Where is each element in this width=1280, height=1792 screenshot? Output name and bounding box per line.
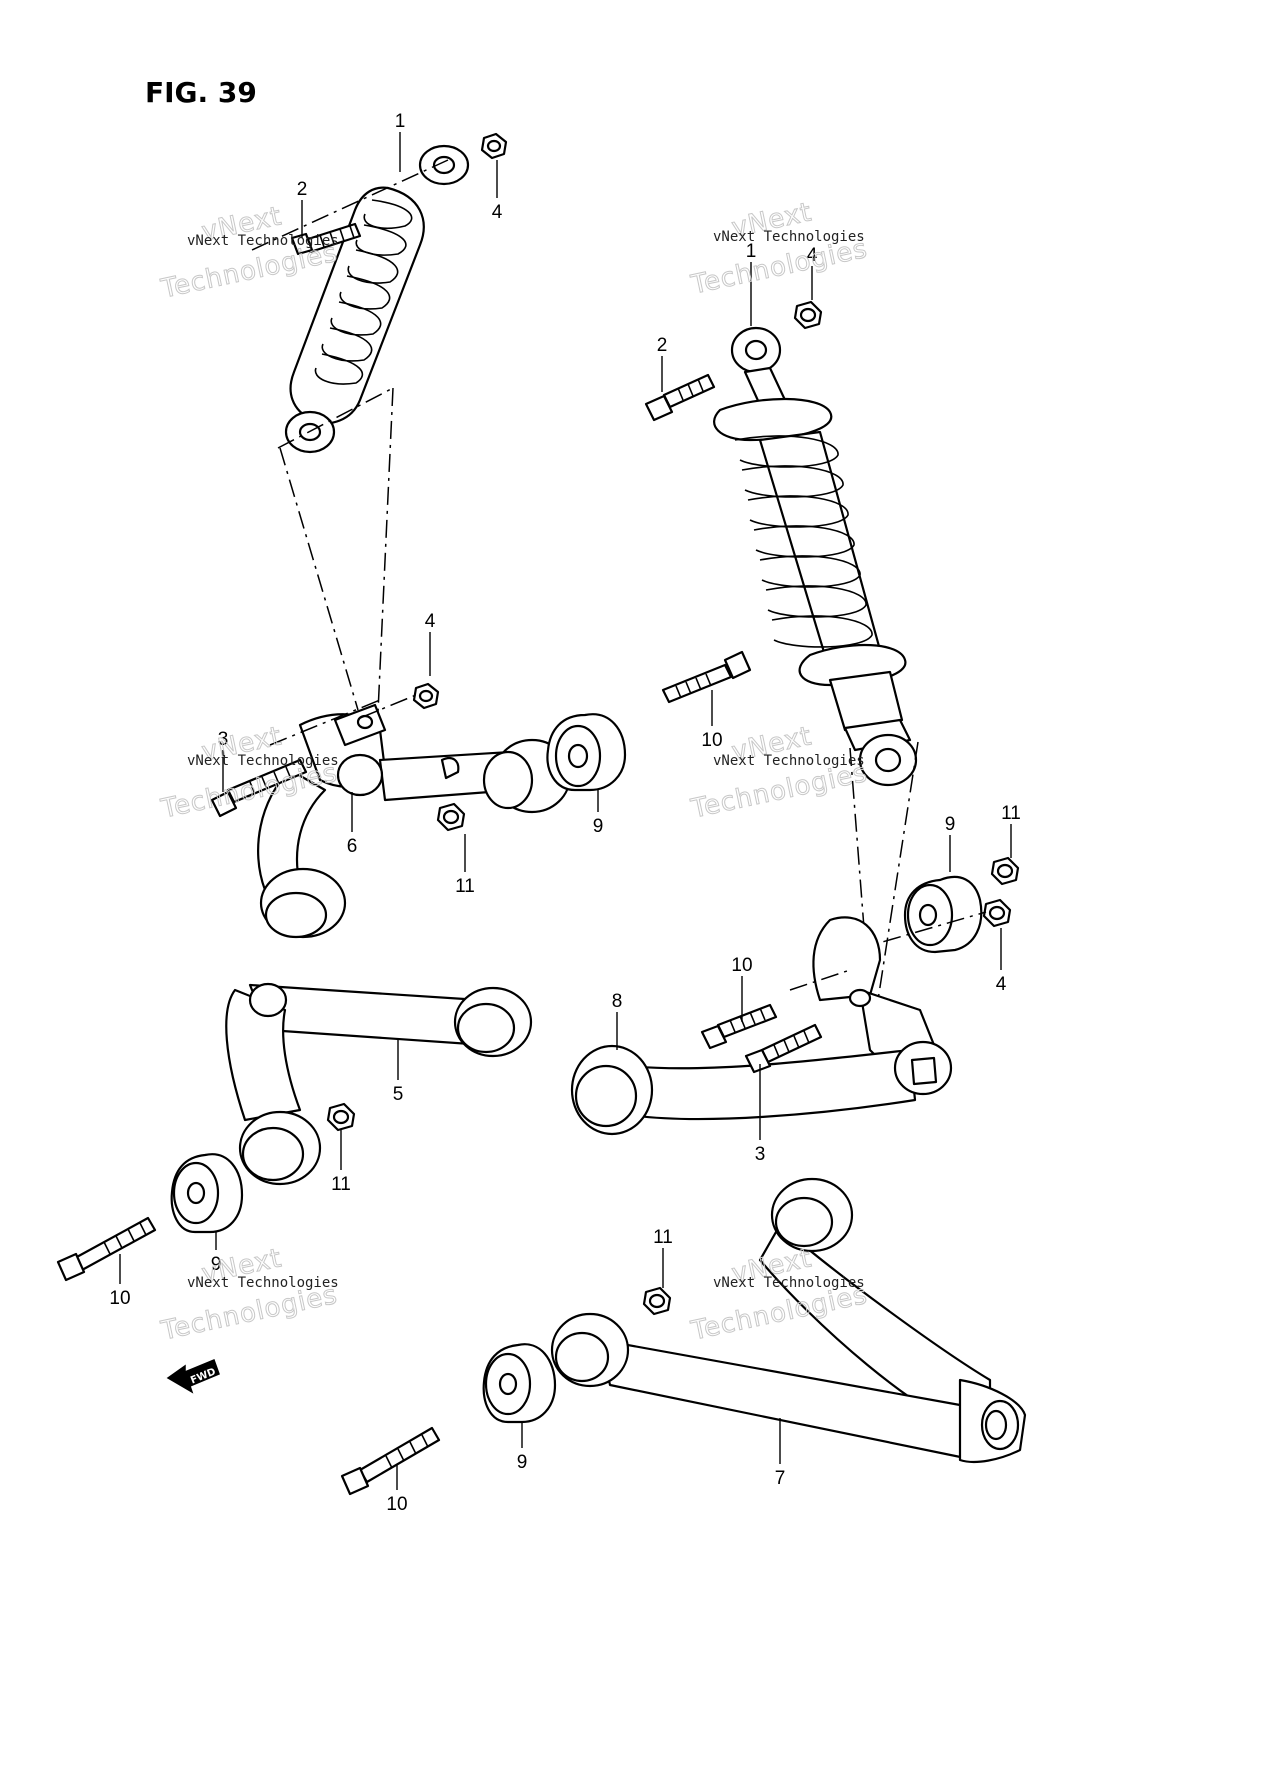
svg-text:vNext Technologies: vNext Technologies (187, 233, 339, 249)
callout-5: 5 (393, 1084, 404, 1105)
callout-8: 8 (612, 991, 623, 1012)
right-bolt-10 (700, 1003, 778, 1050)
callout-11: 11 (1001, 803, 1021, 824)
left-bolt-3 (210, 758, 308, 818)
leader-lines (119, 132, 1012, 1490)
watermark-top-right: vNext Technologies vNext Technologies (687, 197, 870, 301)
callout-10: 10 (109, 1288, 130, 1309)
lower-left-bushing-9 (170, 1153, 244, 1234)
left-upper-arm (257, 703, 572, 939)
svg-text:vNext Technologies: vNext Technologies (713, 753, 865, 769)
callout-11: 11 (331, 1174, 351, 1195)
svg-text:vNext Technologies: vNext Technologies (187, 753, 339, 769)
right-bolt-3 (744, 1023, 823, 1074)
callout-numbers: 1 2 4 4 3 6 11 9 1 4 2 10 9 11 4 10 8 3 … (109, 111, 1020, 1515)
lower-left-bolt-10 (56, 1216, 157, 1282)
callout-9: 9 (211, 1254, 222, 1275)
right-shock-absorber (713, 326, 918, 787)
svg-text:vNext Technologies: vNext Technologies (187, 1275, 339, 1291)
callout-6: 6 (347, 836, 358, 857)
callout-9: 9 (593, 816, 604, 837)
callout-9: 9 (945, 814, 956, 835)
svg-text:vNext Technologies: vNext Technologies (713, 229, 865, 245)
callout-3: 3 (218, 729, 229, 750)
svg-text:vNext Technologies: vNext Technologies (713, 1275, 865, 1291)
callout-10: 10 (731, 955, 752, 976)
watermark-bottom-left: vNext Technologies vNext Technologies (157, 1243, 340, 1347)
callout-4: 4 (425, 611, 436, 632)
right-bolt-10-upper (661, 650, 752, 704)
callout-2: 2 (297, 179, 308, 200)
lower-right-bolt-10 (340, 1426, 441, 1496)
callout-11: 11 (455, 876, 475, 897)
left-bushing-9 (546, 713, 627, 792)
forward-direction-arrow: FWD (166, 1359, 220, 1394)
callout-4: 4 (996, 974, 1007, 995)
callout-11: 11 (653, 1227, 673, 1248)
callout-10: 10 (701, 730, 722, 751)
right-upper-arm (570, 916, 953, 1136)
callout-9: 9 (517, 1452, 528, 1473)
right-bolt-2 (644, 373, 716, 422)
right-lower-arm (550, 1177, 1027, 1464)
callout-1: 1 (395, 111, 406, 132)
left-lower-arm (225, 982, 533, 1186)
callout-4: 4 (807, 245, 818, 266)
left-shock-absorber (284, 132, 508, 454)
figure-title: FIG. 39 (145, 76, 257, 109)
callout-2: 2 (657, 335, 668, 356)
callout-4: 4 (492, 202, 503, 223)
callout-3: 3 (755, 1144, 766, 1165)
lower-right-bushing-9 (482, 1343, 557, 1424)
callout-10: 10 (386, 1494, 407, 1515)
watermark-top-left: vNext Technologies vNext Technologies (157, 201, 340, 305)
callout-7: 7 (775, 1468, 786, 1489)
right-bushing-9 (903, 875, 983, 954)
callout-1: 1 (746, 241, 757, 262)
